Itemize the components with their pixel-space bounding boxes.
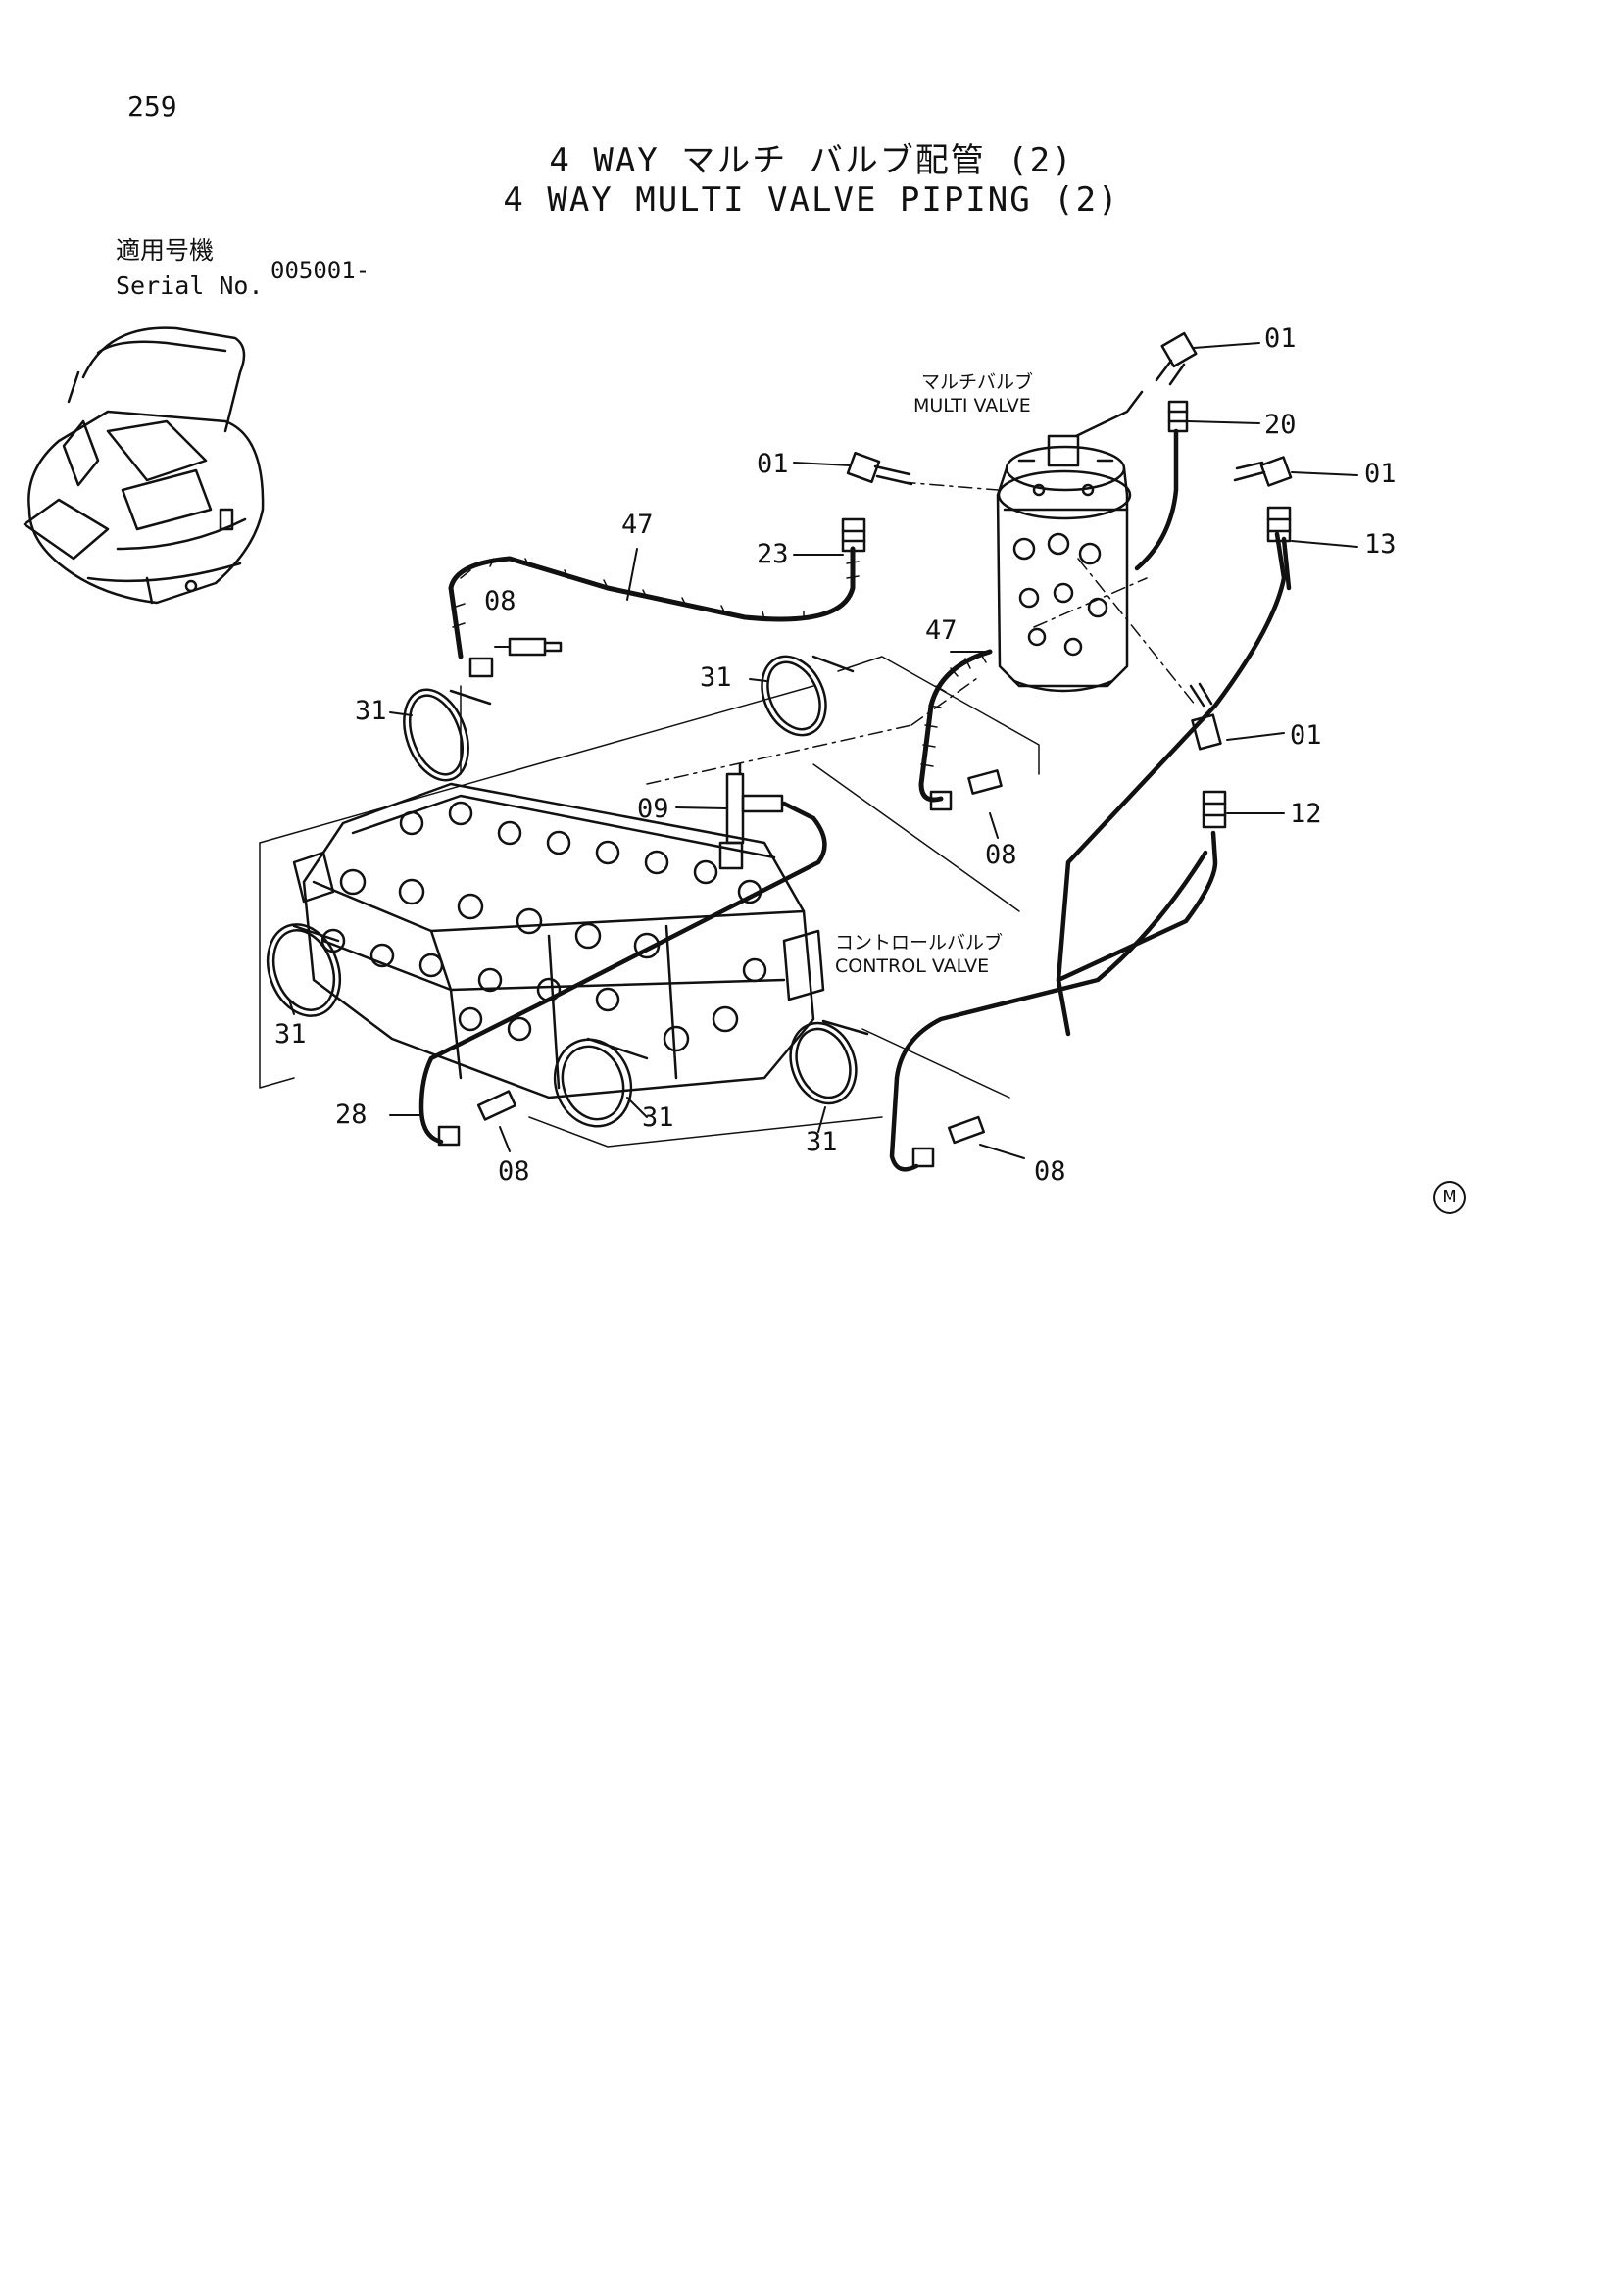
callout-31-bottom-mid: 31 [642, 1102, 674, 1133]
callout-23: 23 [757, 539, 789, 569]
callout-leaders [288, 342, 1358, 1159]
fitting-01-lower [1189, 682, 1222, 751]
control-valve-label-en: CONTROL VALVE [835, 955, 990, 977]
callout-01-lower: 01 [1290, 720, 1322, 751]
callout-01-left: 01 [757, 449, 789, 479]
callout-01-right: 01 [1364, 459, 1397, 489]
callout-08-bottom-right: 08 [1034, 1156, 1066, 1187]
fitting-08-upper [468, 637, 563, 678]
assembly-dashed-lines [646, 481, 1197, 785]
fitting-01-top [1155, 331, 1198, 386]
pipe-12 [889, 830, 1218, 1172]
pipe-13 [1281, 536, 1292, 591]
fitting-23 [841, 517, 866, 553]
serial-label: 適用号機 Serial No. [116, 233, 264, 304]
callout-28: 28 [335, 1099, 368, 1130]
fitting-01-right [1233, 456, 1293, 487]
control-valve-ports [320, 801, 767, 1052]
clamp-31-upper-left [403, 688, 492, 782]
callout-09: 09 [637, 794, 669, 824]
callout-20: 20 [1264, 410, 1297, 440]
page-number: 259 [127, 90, 177, 122]
pipe-28 [418, 801, 827, 1145]
serial-label-en: Serial No. [116, 271, 264, 300]
multi-valve-label-jp: マルチバルブ [921, 371, 1034, 393]
fitting-08-bottom-right [911, 1115, 986, 1168]
excavator-thumbnail [23, 326, 265, 605]
fitting-08-mid [929, 769, 1003, 811]
serial-label-jp: 適用号機 [116, 236, 215, 265]
fitting-09-tee [718, 762, 784, 870]
callout-08-bottom-left: 08 [498, 1156, 530, 1187]
callout-12: 12 [1290, 799, 1322, 829]
control-valve-body [292, 782, 825, 1099]
pipe-upper-right [1056, 428, 1287, 1037]
callout-31-left: 31 [274, 1019, 307, 1050]
multi-valve-label-en: MULTI VALVE [913, 395, 1031, 416]
pipe-47-upper-coil [452, 558, 860, 628]
fitting-08-bottom-left [437, 1090, 517, 1147]
fitting-12 [1202, 790, 1227, 829]
m-mark: M [1433, 1181, 1466, 1214]
fitting-01-left [846, 451, 913, 486]
callout-08-mid: 08 [985, 840, 1017, 870]
callout-47-mid: 47 [925, 615, 958, 646]
callout-01-top: 01 [1264, 323, 1297, 354]
title-japanese: 4 WAY マルチ バルブ配管 (2) [549, 141, 1074, 180]
clamp-31-bottom-right [789, 1019, 869, 1105]
multi-valve-label: マルチバルブ MULTI VALVE [913, 370, 1033, 417]
clamp-31-left [266, 923, 342, 1017]
control-valve-label-jp: コントロールバルブ [835, 932, 1004, 953]
callout-47-left: 47 [621, 510, 654, 540]
fitting-13 [1266, 506, 1292, 543]
assembly-guide-lines [259, 656, 1040, 1148]
fitting-20 [1167, 400, 1189, 433]
clamp-31-upper-mid [761, 655, 855, 737]
callout-31-bottom-right: 31 [806, 1127, 838, 1157]
clamp-31-bottom-mid [553, 1037, 649, 1128]
callout-31-upper-mid: 31 [700, 662, 732, 693]
callout-13: 13 [1364, 529, 1397, 560]
control-valve-label: コントロールバルブ CONTROL VALVE [835, 931, 1003, 978]
multi-valve-body [996, 390, 1144, 693]
callout-31-upper-left: 31 [355, 696, 387, 726]
title-english: 4 WAY MULTI VALVE PIPING (2) [503, 180, 1120, 220]
serial-value: 005001- [270, 257, 370, 284]
callout-08-upper: 08 [484, 586, 516, 616]
